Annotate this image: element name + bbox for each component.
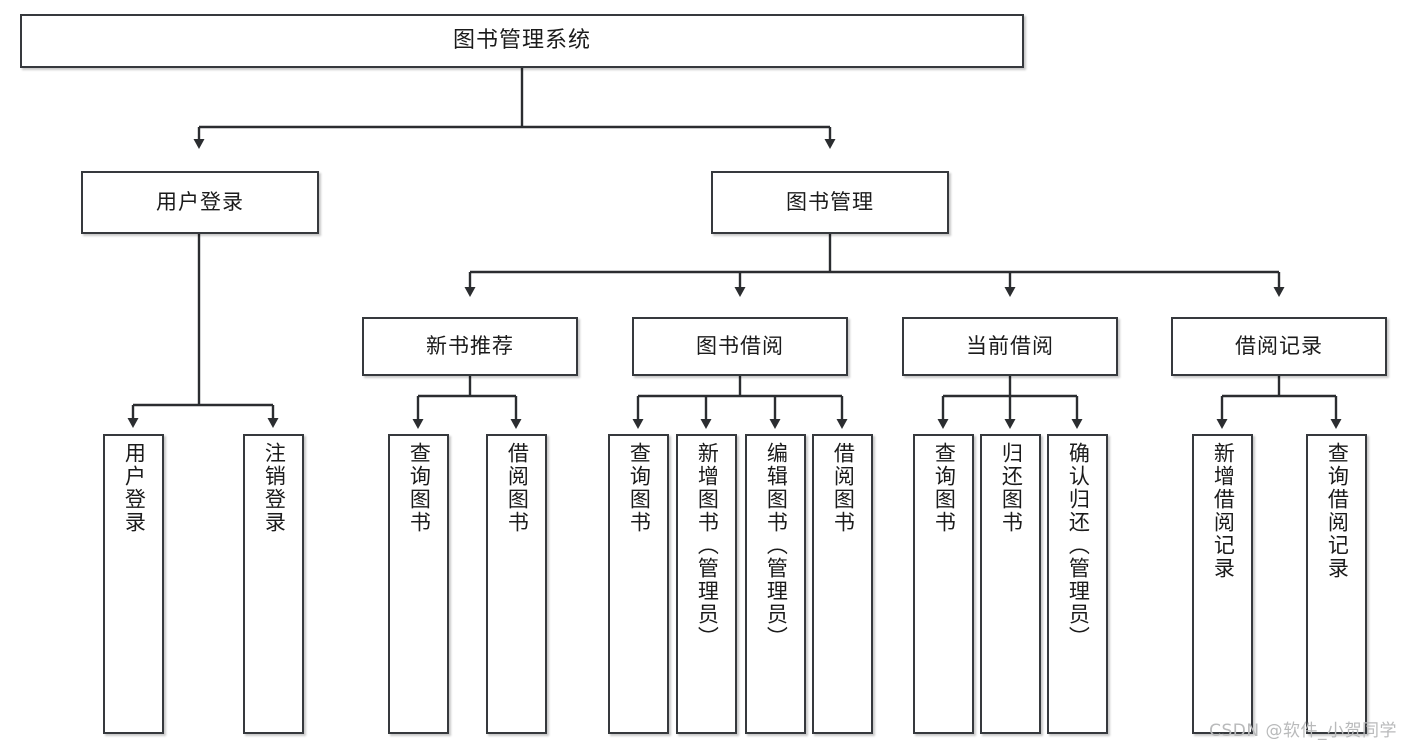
leaf-query-book-current[interactable]: 查询图书 — [913, 434, 974, 734]
node-new-book-recommend[interactable]: 新书推荐 — [362, 317, 578, 376]
node-label: 借阅图书 — [831, 442, 856, 534]
node-label: 当前借阅 — [966, 333, 1054, 358]
node-label: 查询图书 — [932, 442, 957, 534]
leaf-add-book-admin[interactable]: 新增图书（管理员） — [676, 434, 737, 734]
node-label: 注销登录 — [262, 442, 287, 534]
leaf-return-book[interactable]: 归还图书 — [980, 434, 1041, 734]
node-label: 新书推荐 — [426, 333, 514, 358]
node-label: 查询图书 — [627, 442, 652, 534]
node-borrow-record[interactable]: 借阅记录 — [1171, 317, 1387, 376]
node-label: 查询借阅记录 — [1325, 442, 1350, 580]
node-label: 确认归还（管理员） — [1066, 442, 1091, 649]
node-library-management-system[interactable]: 图书管理系统 — [20, 14, 1024, 68]
node-label: 借阅图书 — [505, 442, 530, 534]
node-label: 查询图书 — [407, 442, 432, 534]
leaf-edit-book-admin[interactable]: 编辑图书（管理员） — [745, 434, 806, 734]
leaf-logout[interactable]: 注销登录 — [243, 434, 304, 734]
leaf-query-book-borrow[interactable]: 查询图书 — [608, 434, 669, 734]
node-label: 图书管理 — [786, 189, 874, 214]
leaf-query-borrow-record[interactable]: 查询借阅记录 — [1306, 434, 1367, 734]
node-label: 用户登录 — [156, 189, 244, 214]
node-label: 归还图书 — [999, 442, 1024, 534]
leaf-confirm-return-admin[interactable]: 确认归还（管理员） — [1047, 434, 1108, 734]
node-book-management[interactable]: 图书管理 — [711, 171, 949, 234]
node-label: 图书借阅 — [696, 333, 784, 358]
node-label: 新增借阅记录 — [1211, 442, 1236, 580]
leaf-query-book-newbook[interactable]: 查询图书 — [388, 434, 449, 734]
leaf-add-borrow-record[interactable]: 新增借阅记录 — [1192, 434, 1253, 734]
node-book-borrow[interactable]: 图书借阅 — [632, 317, 848, 376]
node-label: 新增图书（管理员） — [695, 442, 720, 649]
node-label: 用户登录 — [122, 442, 147, 534]
node-label: 编辑图书（管理员） — [764, 442, 789, 649]
node-label: 借阅记录 — [1235, 333, 1323, 358]
node-user-login[interactable]: 用户登录 — [81, 171, 319, 234]
leaf-borrow-book[interactable]: 借阅图书 — [812, 434, 873, 734]
node-label: 图书管理系统 — [452, 27, 591, 53]
leaf-borrow-book-newbook[interactable]: 借阅图书 — [486, 434, 547, 734]
leaf-user-login[interactable]: 用户登录 — [103, 434, 164, 734]
node-current-borrow[interactable]: 当前借阅 — [902, 317, 1118, 376]
